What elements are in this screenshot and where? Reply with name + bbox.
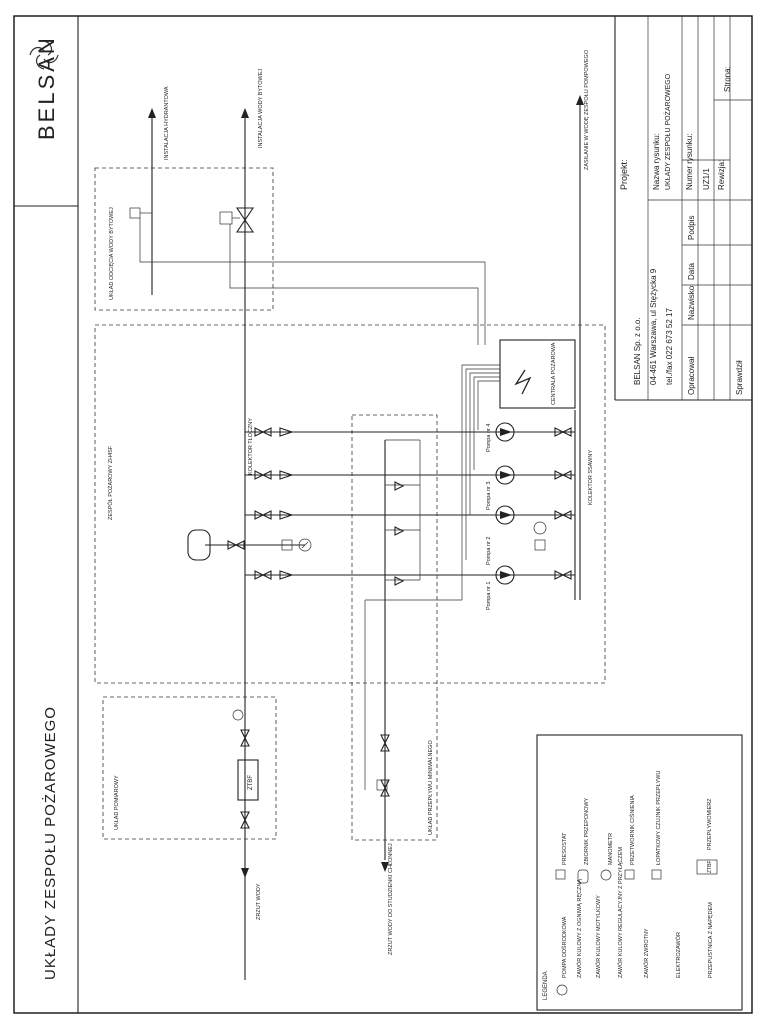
legend-item: ZAWÓR KULOWY REGULACYJNY Z PRZYŁĄCZEM	[617, 847, 624, 978]
ztbf-unit	[237, 759, 259, 801]
surname-label: Nazwisko	[687, 285, 696, 320]
brand-name: BELSAN	[34, 35, 59, 140]
domestic-shutoff-label: UKŁAD ODCIĘCIA WODY BYTOWEJ	[109, 207, 115, 300]
pressure-transmitter-icon	[281, 539, 293, 551]
suction-header-label: KOLEKTOR SSAWNY	[588, 450, 594, 505]
pump-icon	[495, 565, 515, 585]
control-panel-label: CENTRALA POŻAROWA	[550, 342, 557, 405]
legend-item: ZAWÓR KULOWY MOTYLKOWY	[595, 895, 602, 978]
legend-item: ZBIORNIK PRZEPONOWY	[584, 797, 590, 865]
drawing-name-label: Nazwa rysunku:	[652, 133, 661, 190]
legend-item: ZAWÓR ZWROTNY	[643, 928, 650, 978]
pump-3-label: Pompa nr 3	[486, 482, 492, 510]
legend-item: PRESOSTAT	[562, 832, 568, 865]
manometer-icon	[533, 521, 547, 535]
prepared-by-label: Opracował	[687, 357, 696, 395]
brand-logo: BELSAN	[29, 35, 59, 140]
legend-item: ŁOPATKOWY CZUJNIK PRZEPŁYWU	[656, 771, 662, 865]
title-block: Projekt: Nazwa rysunku: UKŁADY ZESPOŁU P…	[614, 16, 752, 401]
drawing-name: UKŁADY ZESPOŁU POŻAROWEGO	[663, 73, 672, 190]
pressure-switch-legend-icon	[555, 869, 566, 880]
page-label: Strona:	[723, 66, 732, 92]
lightning-icon	[514, 369, 532, 395]
pump-row-2: Pompa nr 2	[245, 510, 575, 565]
pump-set-box	[94, 324, 606, 684]
flow-sensor-legend-icon	[651, 869, 662, 880]
legend-items: POMPA ODŚRODKOWA ZAWÓR KULOWY Z OGNIWĄ R…	[555, 771, 718, 996]
drawing-title: UKŁADY ZESPOŁU POŻAROWEGO	[41, 706, 59, 980]
legend-item: PRZETWORNIK CIŚNIENIA	[628, 795, 636, 865]
pump-row-4: Pompa nr 4	[245, 422, 575, 452]
pump-row-1: Pompa nr 1	[245, 565, 575, 610]
domestic-install-label: INSTALACJA WODY BYTOWEJ	[258, 69, 264, 148]
ztbf-legend-symbol: ZTBF	[707, 861, 713, 874]
drawing-number: UZ1/1	[702, 168, 711, 190]
manometer-legend-icon	[600, 869, 612, 881]
supply-box	[102, 696, 277, 840]
domestic-shutoff-box	[94, 167, 274, 311]
hydrant-install-label: INSTALACJA HYDRANTOWA	[164, 86, 170, 160]
motorized-butterfly-valve-icon	[219, 207, 255, 233]
revision-label: Rewizja:	[717, 160, 726, 190]
legend-item: POMPA ODŚRODKOWA	[560, 916, 568, 978]
pressure-switch-icon	[534, 539, 546, 551]
pump-2-label: Pompa nr 2	[486, 537, 492, 565]
pump-icon	[495, 465, 515, 485]
company-address: 04-461 Warszawa, ul Stężycka 9	[649, 268, 658, 385]
sheet-border	[13, 15, 753, 1014]
control-cables	[461, 364, 500, 600]
company-phone: tel./fax 022 673 52 17	[665, 308, 674, 386]
date-label: Data	[687, 263, 696, 280]
legend-item: PRZEPUSTNICA Z NAPĘDEM	[708, 902, 714, 978]
legend-item: MANOMETR	[608, 833, 614, 865]
discharge-header-label: KOLEKTOR TŁOCZNY	[248, 418, 254, 475]
legend-box	[536, 734, 743, 1011]
tank-legend-icon	[577, 869, 589, 884]
legend-item: ELEKTROZAWÓR	[675, 932, 682, 978]
legend-heading: LEGENDA	[543, 971, 549, 1000]
company-name: BELSAN Sp. z o.o.	[633, 317, 642, 385]
drain-label: ZRZUT WODY DO STUDZIENKI CHŁONNEJ	[388, 843, 394, 955]
legend-item: ZAWÓR KULOWY Z OGNIWĄ RĘCZNĄ	[576, 879, 583, 978]
ztbf-label: ZTBF	[248, 775, 254, 790]
water-inlet-label: ZRZUT WODY	[256, 883, 262, 920]
signature-label: Podpis	[687, 216, 696, 240]
checked-by-label: Sprawdził	[735, 360, 744, 395]
transmitter-legend-icon	[624, 869, 635, 880]
supply-box-label: UKŁAD POMIAROWY	[114, 775, 120, 830]
pump-legend-icon	[556, 984, 568, 996]
project-label: Projekt:	[619, 159, 629, 190]
pump-icon	[495, 422, 515, 442]
pump-4-label: Pompa nr 4	[486, 424, 492, 452]
manometer-icon	[232, 709, 244, 721]
pump-1-label: Pompa nr 1	[486, 582, 492, 610]
pump-feed-label: ZASILANIE W WODĘ ZESPOŁU POMPOWEGO	[584, 49, 590, 170]
control-panel	[499, 339, 576, 409]
pump-set-label: ZESPÓŁ POŻAROWY ZH4SF	[107, 445, 114, 520]
bypass-label: UKŁAD PRZEPŁYWU MINIMALNEGO	[428, 740, 434, 835]
manometer-icon	[298, 538, 312, 552]
bypass-box	[351, 414, 438, 841]
drawing-number-label: Numer rysunku:	[685, 134, 694, 190]
legend-item: PRZEPŁYWOMIERZ	[707, 798, 713, 850]
flowmeter-legend-icon	[696, 859, 718, 875]
expansion-tank-icon	[187, 529, 211, 561]
